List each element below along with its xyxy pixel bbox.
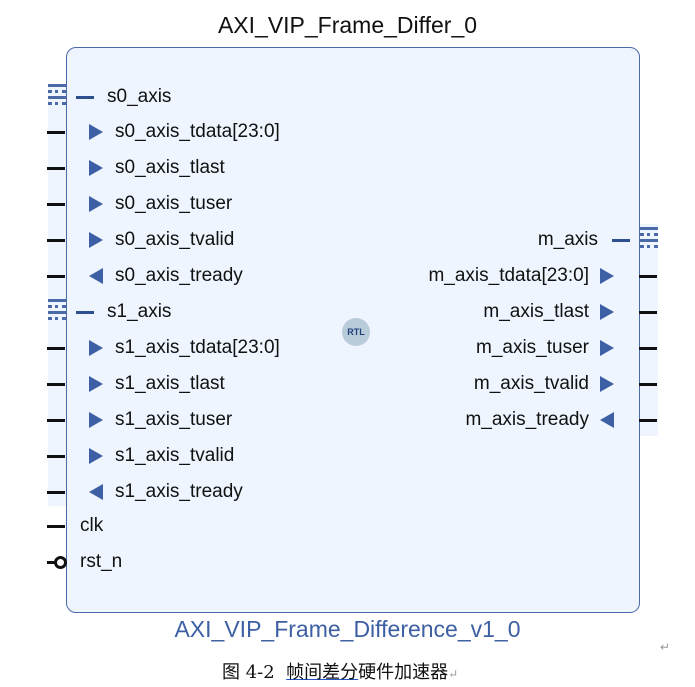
port-m_axis_tuser-wire <box>639 347 657 350</box>
port-s0_axis-dash-icon <box>76 96 94 99</box>
port-s1_axis-label[interactable]: s1_axis <box>107 301 172 322</box>
output-arrow-icon <box>89 484 103 500</box>
port-s0_axis_tready-label[interactable]: s0_axis_tready <box>115 265 243 286</box>
port-s1_axis_tlast-wire <box>47 383 65 386</box>
port-s0_axis_tready-wire <box>47 275 65 278</box>
input-arrow-icon <box>600 412 614 428</box>
input-arrow-icon <box>89 196 103 212</box>
port-s1_axis_tuser-wire <box>47 419 65 422</box>
input-arrow-icon <box>89 448 103 464</box>
port-m_axis_tlast-wire <box>639 311 657 314</box>
port-s0_axis-label[interactable]: s0_axis <box>107 86 172 107</box>
output-arrow-icon <box>600 268 614 284</box>
port-s0_axis_tvalid-label[interactable]: s0_axis_tvalid <box>115 229 235 250</box>
output-arrow-icon <box>600 340 614 356</box>
port-s1_axis-bus-icon <box>48 299 66 325</box>
ip-name: AXI_VIP_Frame_Difference_v1_0 <box>174 616 521 642</box>
port-m_axis_tlast-label[interactable]: m_axis_tlast <box>483 301 589 322</box>
port-m_axis_tvalid-label[interactable]: m_axis_tvalid <box>473 373 589 394</box>
input-arrow-icon <box>89 232 103 248</box>
instance-title: AXI_VIP_Frame_Differ_0 <box>217 12 478 38</box>
port-m_axis_tready-wire <box>639 419 657 422</box>
port-s1_axis_tvalid-label[interactable]: s1_axis_tvalid <box>115 445 235 466</box>
output-arrow-icon <box>600 304 614 320</box>
input-arrow-icon <box>89 124 103 140</box>
caption-text: 硬件加速器 <box>358 662 449 683</box>
input-arrow-icon <box>89 160 103 176</box>
left-port-band <box>48 84 67 506</box>
rtl-badge-icon: RTL <box>342 318 370 346</box>
port-s0_axis_tvalid-wire <box>47 239 65 242</box>
port-s1_axis_tuser-label[interactable]: s1_axis_tuser <box>115 409 233 430</box>
port-s1_axis_tdata-wire <box>47 347 65 350</box>
port-s0_axis_tdata-wire <box>47 131 65 134</box>
port-m_axis-label[interactable]: m_axis <box>537 229 598 250</box>
inverted-input-icon <box>54 556 67 569</box>
figure-caption: 图 4-2 帧间差分硬件加速器↵ <box>222 662 459 683</box>
port-m_axis-bus-icon <box>640 227 658 253</box>
port-clk-label[interactable]: clk <box>80 515 104 536</box>
input-arrow-icon <box>89 376 103 392</box>
caption-number: 图 4-2 <box>222 662 275 683</box>
port-s0_axis_tlast-wire <box>47 167 65 170</box>
input-arrow-icon <box>89 412 103 428</box>
port-m_axis-dash-icon <box>612 239 630 242</box>
port-s1_axis_tlast-label[interactable]: s1_axis_tlast <box>115 373 225 394</box>
port-m_axis_tuser-label[interactable]: m_axis_tuser <box>476 337 589 358</box>
port-s0_axis_tuser-label[interactable]: s0_axis_tuser <box>115 193 233 214</box>
port-s1_axis_tready-label[interactable]: s1_axis_tready <box>115 481 243 502</box>
right-port-band <box>638 224 658 436</box>
port-s0_axis-bus-icon <box>48 84 66 110</box>
port-m_axis_tdata-label[interactable]: m_axis_tdata[23:0] <box>428 265 589 286</box>
output-arrow-icon <box>89 268 103 284</box>
port-s1_axis-dash-icon <box>76 311 94 314</box>
port-m_axis_tdata-wire <box>639 275 657 278</box>
port-s1_axis_tvalid-wire <box>47 455 65 458</box>
port-s0_axis_tdata-label[interactable]: s0_axis_tdata[23:0] <box>115 121 280 142</box>
port-m_axis_tready-label[interactable]: m_axis_tready <box>465 409 589 430</box>
port-clk-wire <box>47 525 65 528</box>
port-s0_axis_tlast-label[interactable]: s0_axis_tlast <box>115 157 225 178</box>
caption-link: 帧间差分 <box>286 662 359 683</box>
port-s1_axis_tdata-label[interactable]: s1_axis_tdata[23:0] <box>115 337 280 358</box>
port-m_axis_tvalid-wire <box>639 383 657 386</box>
port-s0_axis_tuser-wire <box>47 203 65 206</box>
port-s1_axis_tready-wire <box>47 491 65 494</box>
port-rst_n-label[interactable]: rst_n <box>80 551 123 572</box>
input-arrow-icon <box>89 340 103 356</box>
output-arrow-icon <box>600 376 614 392</box>
